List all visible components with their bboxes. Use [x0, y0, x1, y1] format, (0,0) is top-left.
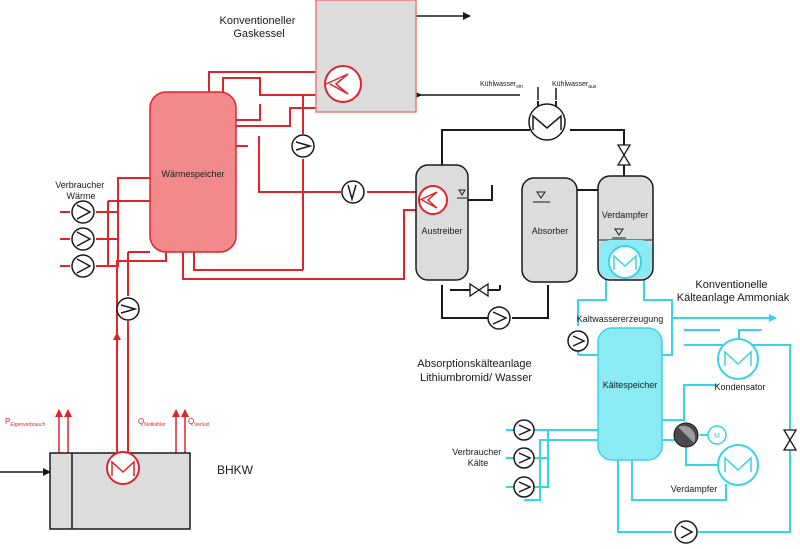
gaskessel-heat-exchanger-icon	[324, 65, 362, 103]
absorption-pump-icon	[487, 306, 511, 330]
verdampfer-abs-heat-exchanger-icon	[608, 245, 642, 279]
kondensator-heat-exchanger-icon	[717, 338, 759, 380]
verbraucher-kaelte-label: Verbraucher Kälte	[452, 447, 504, 468]
kaeltespeicher-tank	[597, 327, 663, 461]
absorptionskaelteanlage-label: Absorptionskälteanlage Lithiumbromid/ Wa…	[417, 358, 534, 384]
kaeltespeicher-label: Kältespeicher	[603, 380, 658, 390]
expansion-valve-icon	[782, 429, 798, 451]
absorber-vessel	[521, 177, 578, 283]
q-verlust-label: QVerlust	[188, 417, 210, 428]
verbraucher-waerme-label: Verbraucher Wärme	[55, 180, 107, 201]
cold-pump-icon	[513, 330, 698, 544]
absorber-label: Absorber	[532, 226, 569, 236]
valve-icon	[469, 144, 632, 298]
kuehlwasser-heat-exchanger-icon	[528, 103, 566, 141]
kuehlwasser-arrows	[0, 12, 557, 476]
verdampfer-nh3-label: Verdampfer	[671, 484, 718, 494]
austreiber-label: Austreiber	[421, 226, 462, 236]
compressor-icon	[673, 422, 699, 448]
q-notkuehler-label: QNotkühler	[138, 417, 166, 428]
kuehlwasser-aus-label: Kühlwasseraus	[552, 81, 597, 90]
motor-icon: M	[707, 425, 727, 445]
p-eigenverbrauch-label: PEigenverbrauch	[5, 417, 46, 428]
verdampfer-nh3-heat-exchanger-icon	[717, 444, 759, 486]
cold-circuit-pipes	[506, 277, 791, 533]
gaskessel-label: Konventioneller Gaskessel	[220, 15, 299, 40]
verdampfer-level-icon	[612, 228, 626, 239]
kuehlwasser-ein-label: Kühlwasserein	[480, 81, 523, 90]
austreiber-vessel	[415, 164, 469, 281]
verdampfer-abs-label: Verdampfer	[602, 210, 649, 220]
kaelteanlage-ammoniak-label: Konventionelle Kälteanlage Ammoniak	[677, 279, 790, 304]
svg-text:M: M	[714, 433, 720, 440]
absorber-level-icon	[533, 191, 550, 203]
heat-pump-icon	[71, 134, 365, 321]
kondensator-label: Kondensator	[714, 382, 765, 392]
waermespeicher-tank	[149, 91, 237, 253]
austreiber-heat-exchanger-icon	[418, 185, 448, 215]
austreiber-level-icon	[457, 189, 467, 199]
bhkw-label: BHKW	[217, 463, 254, 477]
bhkw-outputs	[55, 409, 189, 453]
heat-circuit-pipes	[60, 71, 420, 460]
waermespeicher-label: Wärmespeicher	[161, 169, 224, 179]
kaltwassererzeugung-label: Kaltwassererzeugung	[577, 314, 664, 324]
bhkw-heat-exchanger-icon	[106, 451, 140, 485]
